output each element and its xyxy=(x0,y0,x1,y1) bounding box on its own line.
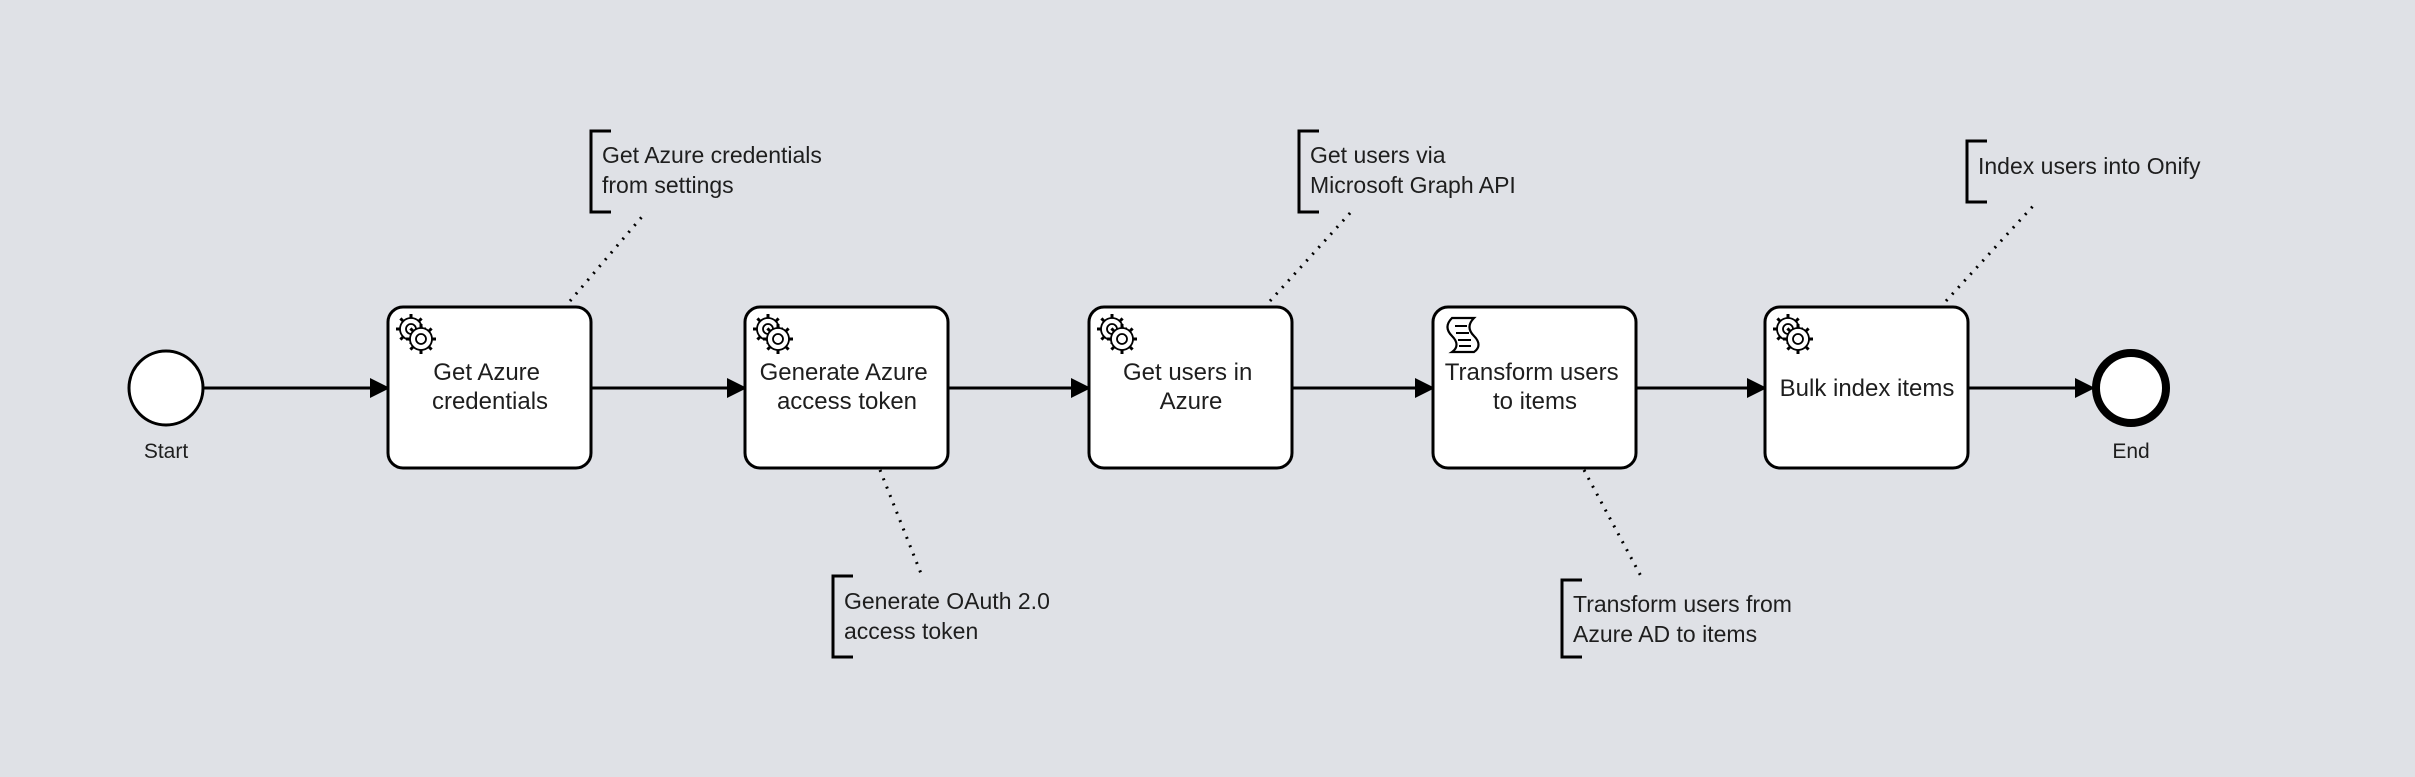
task-bulk-index-items[interactable]: Bulk index items xyxy=(1763,305,1970,470)
task-transform-users-to-items[interactable]: Transform users to items xyxy=(1431,305,1638,470)
annotation-get-azure-credentials[interactable]: Get Azure credentials from settings xyxy=(589,129,828,214)
annotation-line: Generate OAuth 2.0 xyxy=(844,588,1050,614)
association-5 xyxy=(1944,203,2036,303)
task-label-line: credentials xyxy=(432,388,548,415)
task-label-line: Bulk index items xyxy=(1780,375,1955,402)
start-event-label: Start xyxy=(144,440,189,463)
task-get-users-in-azure[interactable]: Get users in Azure xyxy=(1087,305,1294,470)
gear-icon xyxy=(753,314,793,354)
start-event-circle[interactable] xyxy=(127,349,205,427)
task-label: Transform users to items xyxy=(1445,359,1625,415)
task-label: Get users in Azure xyxy=(1123,359,1259,415)
annotation-line: from settings xyxy=(602,172,734,198)
association-4 xyxy=(1582,469,1645,581)
annotation-line: Get users via xyxy=(1310,142,1446,168)
gear-icon xyxy=(1773,314,1813,354)
script-icon xyxy=(1446,316,1480,354)
end-event[interactable]: End xyxy=(2092,349,2170,463)
association-2 xyxy=(878,469,924,577)
start-event[interactable]: Start xyxy=(127,349,205,463)
annotation-line: Get Azure credentials xyxy=(602,142,822,168)
associations xyxy=(568,203,2036,581)
annotation-index-users[interactable]: Index users into Onify xyxy=(1965,139,2201,204)
annotation-get-users-graph-api[interactable]: Get users via Microsoft Graph API xyxy=(1297,129,1516,214)
association-3 xyxy=(1268,210,1353,303)
annotation-bracket xyxy=(831,574,853,659)
task-label: Bulk index items xyxy=(1780,375,1955,402)
task-label: Get Azure credentials xyxy=(432,359,548,415)
annotation-line: Azure AD to items xyxy=(1573,621,1757,647)
task-label-line: Get users in xyxy=(1123,359,1252,386)
annotation-text: Transform users from Azure AD to items xyxy=(1573,591,1798,647)
task-label-line: Transform users xyxy=(1445,359,1619,386)
end-event-circle[interactable] xyxy=(2092,349,2170,427)
annotation-line: Microsoft Graph API xyxy=(1310,172,1516,198)
task-label-line: Get Azure xyxy=(433,359,540,386)
task-get-azure-credentials[interactable]: Get Azure credentials xyxy=(386,305,593,470)
task-box[interactable] xyxy=(1431,305,1638,470)
annotations: Get Azure credentials from settings Gene… xyxy=(589,129,2201,659)
task-generate-azure-access-token[interactable]: Generate Azure access token xyxy=(743,305,950,470)
task-box[interactable] xyxy=(743,305,950,470)
annotation-text: Generate OAuth 2.0 access token xyxy=(844,588,1056,644)
annotation-text: Get users via Microsoft Graph API xyxy=(1310,142,1516,198)
annotation-line: Transform users from xyxy=(1573,591,1792,617)
annotation-line: Index users into Onify xyxy=(1978,153,2201,179)
task-label-line: Azure xyxy=(1160,388,1223,415)
task-label-line: Generate Azure xyxy=(760,359,928,386)
gear-icon xyxy=(1097,314,1137,354)
task-label-line: access token xyxy=(777,388,917,415)
annotation-line: access token xyxy=(844,618,978,644)
annotation-bracket xyxy=(589,129,611,214)
task-label-line: to items xyxy=(1493,388,1577,415)
association-1 xyxy=(568,211,648,302)
annotation-bracket xyxy=(1965,139,1987,204)
gear-icon xyxy=(396,314,436,354)
annotation-transform-users[interactable]: Transform users from Azure AD to items xyxy=(1560,578,1798,659)
task-box[interactable] xyxy=(1087,305,1294,470)
annotation-text: Get Azure credentials from settings xyxy=(602,142,828,198)
task-box[interactable] xyxy=(1763,305,1970,470)
annotation-bracket xyxy=(1297,129,1319,214)
task-box[interactable] xyxy=(386,305,593,470)
task-label: Generate Azure access token xyxy=(760,359,935,415)
end-event-label: End xyxy=(2112,440,2149,463)
annotation-generate-oauth-token[interactable]: Generate OAuth 2.0 access token xyxy=(831,574,1056,659)
annotation-text: Index users into Onify xyxy=(1978,153,2201,179)
annotation-bracket xyxy=(1560,578,1582,659)
